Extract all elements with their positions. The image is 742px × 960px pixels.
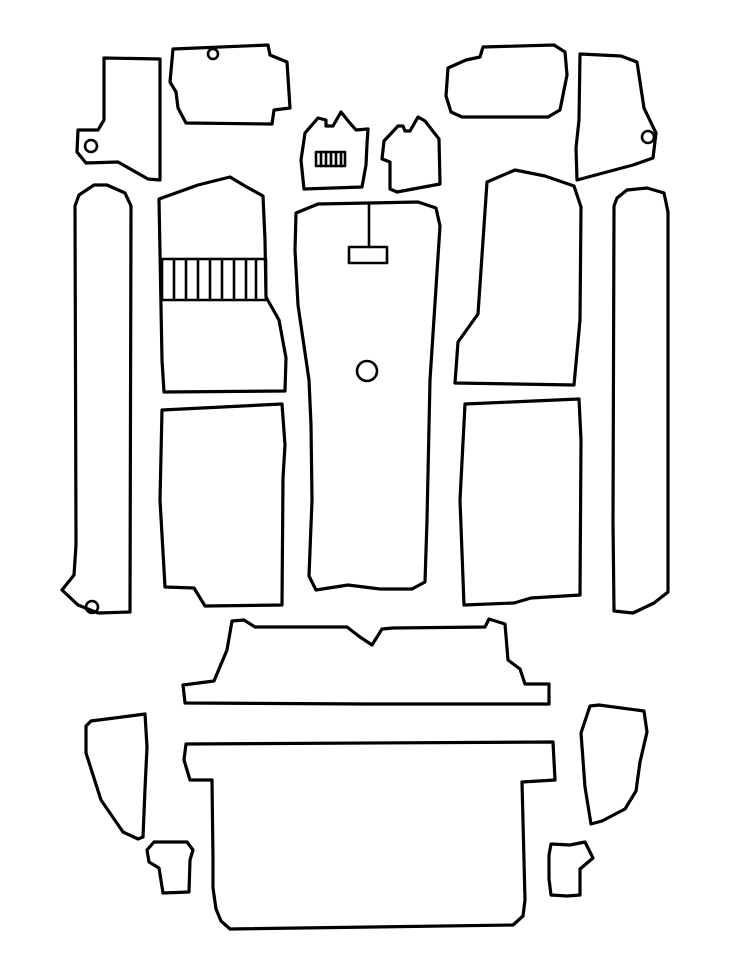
rear-bulkhead-panel [181,617,551,706]
left-heel-pad [160,257,268,302]
trunk-floor-panel [182,740,557,931]
center-tunnel-cover [293,200,442,592]
right-trunk-side-panel [579,703,649,826]
left-small-trunk-patch [145,840,195,895]
tunnel-handbrake-hole [355,359,379,383]
left-tunnel-front-piece [299,110,370,191]
right-wheel-arch-cover [444,43,569,119]
left-wheel-arch-cover [168,43,292,126]
left-rear-footwell [158,402,287,608]
left-wheel-arch-hole [206,47,220,61]
right-rear-quarter-hole [640,129,656,145]
right-tunnel-front-piece [380,115,442,194]
left-rear-quarter-hole [83,138,99,154]
left-sill-strip [60,183,133,615]
right-small-trunk-patch [547,840,595,898]
left-rear-quarter-panel [75,56,162,182]
right-front-footwell [453,168,583,387]
right-rear-footwell [458,397,583,607]
left-trunk-side-panel [84,712,149,841]
left-sill-hole [84,599,100,615]
right-sill-strip [611,186,670,615]
tunnel-shifter-cutout [347,245,389,265]
right-rear-quarter-panel [574,52,658,182]
